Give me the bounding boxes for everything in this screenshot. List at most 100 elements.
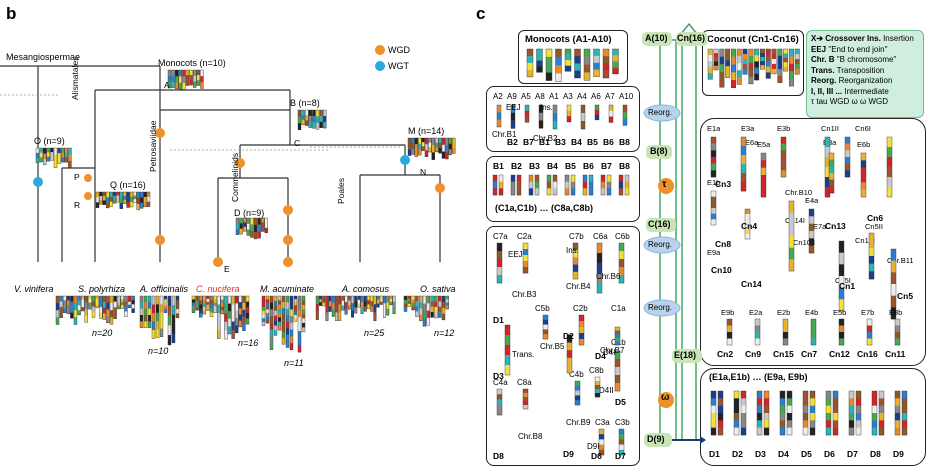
- species-chromosome: [351, 295, 355, 318]
- species-chromosome: [66, 295, 71, 315]
- box1-top-label: A10: [619, 92, 634, 101]
- ancestral-chromosome: [522, 388, 529, 410]
- clade-alismatales-label: Alismatales: [70, 56, 80, 100]
- species-nucifera: C. nucifera: [196, 284, 240, 294]
- species-chromosome: [325, 295, 329, 321]
- species-chromosome: [357, 295, 361, 308]
- karyotype-b: [297, 109, 327, 131]
- ancestral-chromosome: [438, 137, 442, 154]
- box3-ins: Ins.: [566, 246, 579, 255]
- ancestral-chromosome: [257, 217, 261, 239]
- box3-chromosome-label: C2a: [517, 232, 532, 241]
- ancestral-chromosome: [441, 137, 446, 159]
- ancestral-chromosome: [424, 137, 429, 157]
- box1-top-label: A6: [591, 92, 601, 101]
- species-chromosome: [242, 295, 246, 331]
- species-vinifera: V. vinifera: [14, 284, 54, 294]
- ancestral-chromosome: [200, 69, 204, 89]
- flow-label-b8: B(8): [650, 146, 668, 156]
- box1-bottom-label: B2: [507, 137, 518, 147]
- species-chromosome: [70, 295, 74, 319]
- node-n-label: N: [420, 167, 427, 177]
- box1-top-label: A8: [535, 92, 545, 101]
- box4-bottom-label: E5b: [833, 308, 846, 317]
- species-sativa: O. sativa: [420, 284, 456, 294]
- ancestral-chromosome: [414, 137, 418, 157]
- species-chromosome: [151, 295, 156, 339]
- box2-top-label: B1: [493, 161, 504, 171]
- species-chromosome: [195, 295, 199, 311]
- root-label: Mesangiospermae: [6, 52, 81, 62]
- ancestral-chromosome: [428, 137, 432, 153]
- box4-chromosome-label: E9a: [707, 248, 721, 257]
- species-chromosome: [245, 295, 250, 325]
- box2-top-label: B2: [511, 161, 522, 171]
- box4-cn-label: Cn3: [715, 179, 731, 189]
- box5-d-label: D8: [870, 449, 881, 459]
- species-chromosome: [73, 295, 78, 325]
- box3-chromosome-label: C5b: [535, 304, 550, 313]
- ancestral-chromosome: [733, 390, 740, 436]
- coconut-chromosome: [754, 318, 761, 346]
- box4-cn-label: Cn5: [897, 291, 913, 301]
- species-chromosome: [202, 295, 207, 315]
- ancestral-chromosome: [182, 69, 186, 90]
- ancestral-chromosome: [564, 174, 570, 196]
- ancestral-chromosome: [407, 137, 412, 156]
- legend-l2-key: EEJ: [811, 44, 827, 54]
- box3-eej: EEJ: [508, 250, 523, 259]
- ancestral-chromosome: [143, 191, 147, 208]
- box3-chromosome-label: C8b: [589, 366, 604, 375]
- coconut-chromosome: [788, 48, 794, 87]
- ancestral-chromosome: [136, 191, 141, 211]
- reorg-label-2: Reorg.: [648, 240, 673, 249]
- ancestral-chromosome: [740, 390, 747, 436]
- species-comosus: A. comosus: [342, 284, 390, 294]
- ancestral-chromosome: [448, 137, 452, 156]
- box3-chromosome-label: C7b: [569, 232, 584, 241]
- ancestral-chromosome: [574, 380, 581, 406]
- ancestral-chromosome: [95, 191, 100, 208]
- ancestral-chromosome: [756, 390, 763, 436]
- reorg-label-3: Reorg.: [648, 303, 673, 312]
- ancestral-chromosome: [452, 137, 456, 154]
- species-n-polyrhiza: n=20: [92, 328, 113, 338]
- ancestral-chromosome: [618, 428, 625, 456]
- ancestral-chromosome: [189, 69, 193, 86]
- species-chromosome: [319, 295, 323, 306]
- box1-chr-b1: Chr.B1: [492, 130, 517, 139]
- ancestral-chromosome: [602, 48, 610, 79]
- box1-top-label: A9: [507, 92, 517, 101]
- box4-bottom-label: E9b: [721, 308, 734, 317]
- coconut-chromosome: [725, 48, 731, 78]
- box3-chr-b6: Chr.B6: [596, 272, 621, 281]
- coconut-chromosome: [726, 318, 733, 346]
- species-chromosome: [347, 295, 351, 310]
- box3-d-label: D7: [615, 451, 626, 461]
- box4-chromosome-label: E5a: [757, 140, 771, 149]
- species-acuminate: M. acuminate: [260, 284, 315, 294]
- species-chromosome: [354, 295, 358, 314]
- species-karyotypes: [55, 295, 449, 353]
- box5-d-label: D7: [847, 449, 858, 459]
- ancestral-chromosome: [538, 104, 544, 129]
- ancestral-chromosome: [305, 109, 309, 126]
- ancestral-chromosome: [809, 390, 816, 436]
- species-n-nucifera: n=16: [238, 338, 259, 348]
- legend-l4-key: Trans.: [811, 65, 835, 75]
- species-chromosome: [155, 295, 160, 339]
- ancestral-chromosome: [574, 48, 581, 79]
- ancestral-chromosome: [594, 104, 600, 121]
- coconut-chromosome: [710, 190, 717, 226]
- ancestral-chromosome: [301, 109, 305, 125]
- box1-eej: EEJ: [506, 103, 521, 112]
- ancestral-chromosome: [105, 191, 110, 209]
- flow-label-c16: C(16): [648, 219, 671, 229]
- box4-cn-label: Cn1: [839, 281, 855, 291]
- legend-l7: τ tau WGD ω ω WGD: [811, 97, 888, 106]
- box4-bottom-label: E4b: [805, 308, 818, 317]
- panel-b-letter: b: [6, 4, 17, 23]
- ancestral-chromosome: [600, 174, 606, 196]
- node-e-label: E: [224, 264, 230, 274]
